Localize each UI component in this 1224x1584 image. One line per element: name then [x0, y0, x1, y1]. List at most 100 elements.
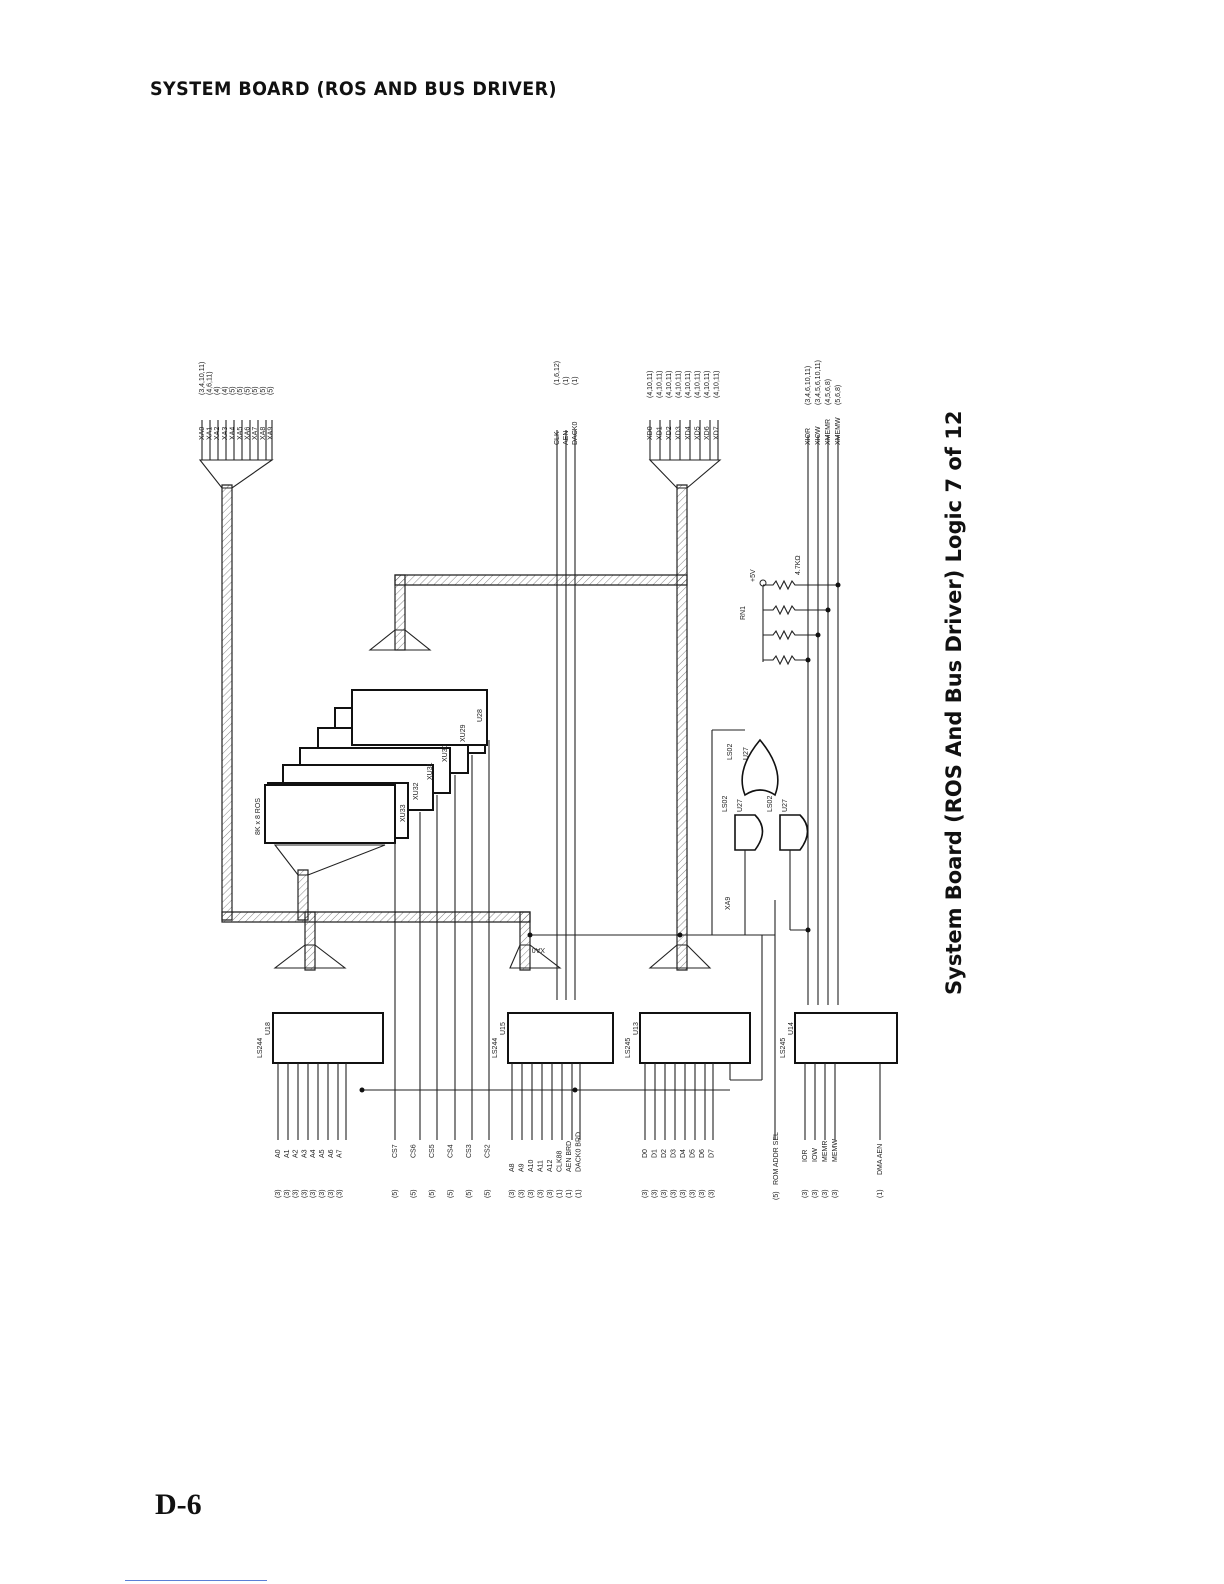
addrLowLabels-ref-6: (3)	[328, 1189, 335, 1198]
addrLowLabels-ref-2: (3)	[293, 1189, 300, 1198]
clkLabels-ref-0: (1,6,12)	[554, 361, 561, 385]
dataLabels-name-6: D6	[699, 1149, 706, 1158]
addrLowLabels-ref-5: (3)	[319, 1189, 326, 1198]
rom-type-label: 8K x 8 ROS	[255, 798, 262, 835]
ctlInLabels-name-2: MEMR	[822, 1141, 829, 1162]
csLabels-ref-5: (5)	[485, 1189, 492, 1198]
rom-ref-2: XU31	[427, 762, 434, 780]
addrLowLabels-ref-7: (3)	[337, 1189, 344, 1198]
dataLabels-ref-4: (3)	[680, 1189, 687, 1198]
xaLabels-name-7: XA7	[252, 427, 259, 440]
xdLabels-name-6: XD6	[704, 426, 711, 440]
clk-bus-labels: CLK(1,6,12)AEN(1)DACK0(1)	[554, 361, 579, 445]
addrLowLabels-ref-3: (3)	[301, 1189, 308, 1198]
addrHighLabels-name-0: A8	[509, 1163, 516, 1172]
csLabels-ref-1: (5)	[411, 1189, 418, 1198]
xaLabels-ref-5: (5)	[237, 386, 244, 395]
addrHighLabels-name-4: A12	[547, 1159, 554, 1172]
xdLabels-name-7: XD7	[714, 426, 721, 440]
ctlLabels-name-2: XMEMR	[825, 419, 832, 445]
u18-ref: U18	[265, 1022, 272, 1035]
xaLabels-name-0: XA0	[199, 427, 206, 440]
xaLabels-name-6: XA6	[245, 427, 252, 440]
xa-lines	[201, 420, 273, 460]
rom-sel-ref: (5)	[773, 1191, 780, 1200]
xaLabels-ref-9: (5)	[267, 386, 274, 395]
addrHighLabels-name-3: A11	[538, 1160, 545, 1172]
cs-labels: CS7(5)CS6(5)CS5(5)CS4(5)CS3(5)CS2(5)	[392, 1144, 492, 1198]
xaLabels-ref-1: (4,6,11)	[207, 371, 214, 395]
ctlInLabels-ref-2: (3)	[822, 1189, 829, 1198]
dataLabels-ref-0: (3)	[642, 1189, 649, 1198]
rom-ref-1: XU32	[413, 782, 420, 800]
dma-label: DMA AEN	[877, 1144, 884, 1175]
rom-chip-top	[351, 689, 488, 746]
xaLabels-name-1: XA1	[207, 427, 214, 440]
addrHighLabels-name-7: DACK0 BRD	[576, 1132, 583, 1172]
clkLabels-name-1: AEN	[563, 431, 570, 445]
ctlInLabels-ref-1: (3)	[812, 1189, 819, 1198]
dataLabels-name-5: D5	[690, 1149, 697, 1158]
xdLabels-ref-7: (4,10,11)	[714, 371, 721, 399]
addrHighLabels-ref-6: (1)	[566, 1189, 573, 1198]
csLabels-ref-0: (5)	[392, 1189, 399, 1198]
xdLabels-ref-5: (4,10,11)	[695, 371, 702, 399]
xaLabels-ref-0: (3,4,10,11)	[199, 362, 206, 395]
data-labels: D0(3)D1(3)D2(3)D3(3)D4(3)D5(3)D6(3)D7(3)	[642, 1149, 716, 1198]
ctlInLabels-ref-3: (3)	[832, 1189, 839, 1198]
resistor-network-rn1: RN1 +5V 4.7KΩ	[740, 555, 841, 666]
addrHighLabels-ref-2: (3)	[528, 1189, 535, 1198]
addrLowLabels-name-6: A6	[328, 1149, 335, 1158]
u18-type: LS244	[257, 1038, 264, 1058]
driver-u13: LS245 U13	[625, 1012, 751, 1064]
xaLabels-ref-7: (5)	[252, 386, 259, 395]
xa9-tap-label: XA9	[725, 897, 732, 910]
addrLowLabels-name-7: A7	[337, 1149, 344, 1158]
csLabels-name-4: CS3	[466, 1144, 473, 1158]
driver-u15: LS244 U15	[492, 1012, 614, 1064]
page-header: SYSTEM BOARD (ROS AND BUS DRIVER)	[150, 78, 557, 100]
rom-stack: 8K x 8 ROS XU33 XU32 XU31 XU30 XU29 U28	[255, 689, 488, 844]
addr-high-labels: A8(3)A9(3)A10(3)A11(3)A12(3)CLK88(1)AEN …	[509, 1132, 583, 1198]
csLabels-name-5: CS2	[485, 1144, 492, 1158]
dataLabels-ref-3: (3)	[671, 1189, 678, 1198]
xdLabels-ref-6: (4,10,11)	[704, 371, 711, 399]
gate-a-ref: U27	[737, 799, 744, 812]
xaLabels-name-9: XA9	[267, 427, 274, 440]
ctlLabels-name-1: XIOW	[815, 426, 822, 445]
addr-low-labels: A0(3)A1(3)A2(3)A3(3)A4(3)A5(3)A6(3)A7(3)	[275, 1149, 344, 1198]
dataLabels-ref-1: (3)	[652, 1189, 659, 1198]
ctlInLabels-name-0: IOR	[802, 1150, 809, 1162]
u14-ref: U14	[788, 1022, 795, 1035]
dataLabels-ref-7: (3)	[709, 1189, 716, 1198]
dataLabels-ref-5: (3)	[690, 1189, 697, 1198]
addrLowLabels-name-1: A1	[284, 1149, 291, 1158]
rom-ref-0: XU33	[400, 804, 407, 822]
dataLabels-name-7: D7	[709, 1149, 716, 1158]
addrHighLabels-ref-5: (1)	[557, 1189, 564, 1198]
ctlInLabels-ref-0: (3)	[802, 1189, 809, 1198]
dataLabels-name-3: D3	[671, 1149, 678, 1158]
xaLabels-name-8: XA8	[260, 427, 267, 440]
csLabels-name-1: CS6	[411, 1144, 418, 1158]
xdLabels-name-2: XD2	[666, 426, 673, 440]
clk-lines	[556, 430, 576, 1000]
bus-fanouts	[198, 459, 722, 969]
rn1-supply: +5V	[750, 569, 757, 582]
rom-ref-3: XU30	[442, 744, 449, 762]
rom-chip-xu33	[264, 784, 396, 844]
xdLabels-ref-0: (4,10,11)	[647, 371, 654, 399]
xaLabels-name-3: XA3	[222, 427, 229, 440]
driver-input-lines	[277, 900, 881, 1140]
addrLowLabels-name-4: A4	[310, 1149, 317, 1158]
xdLabels-name-4: XD4	[685, 426, 692, 440]
xaLabels-name-2: XA2	[214, 427, 221, 440]
u15-type: LS244	[492, 1038, 499, 1058]
addrHighLabels-name-5: CLK88	[557, 1150, 564, 1172]
xdLabels-ref-4: (4,10,11)	[685, 371, 692, 399]
rom-ref-5: U28	[477, 709, 484, 722]
xdLabels-ref-2: (4,10,11)	[666, 371, 673, 399]
dataLabels-ref-6: (3)	[699, 1189, 706, 1198]
addrLowLabels-name-3: A3	[301, 1149, 308, 1158]
